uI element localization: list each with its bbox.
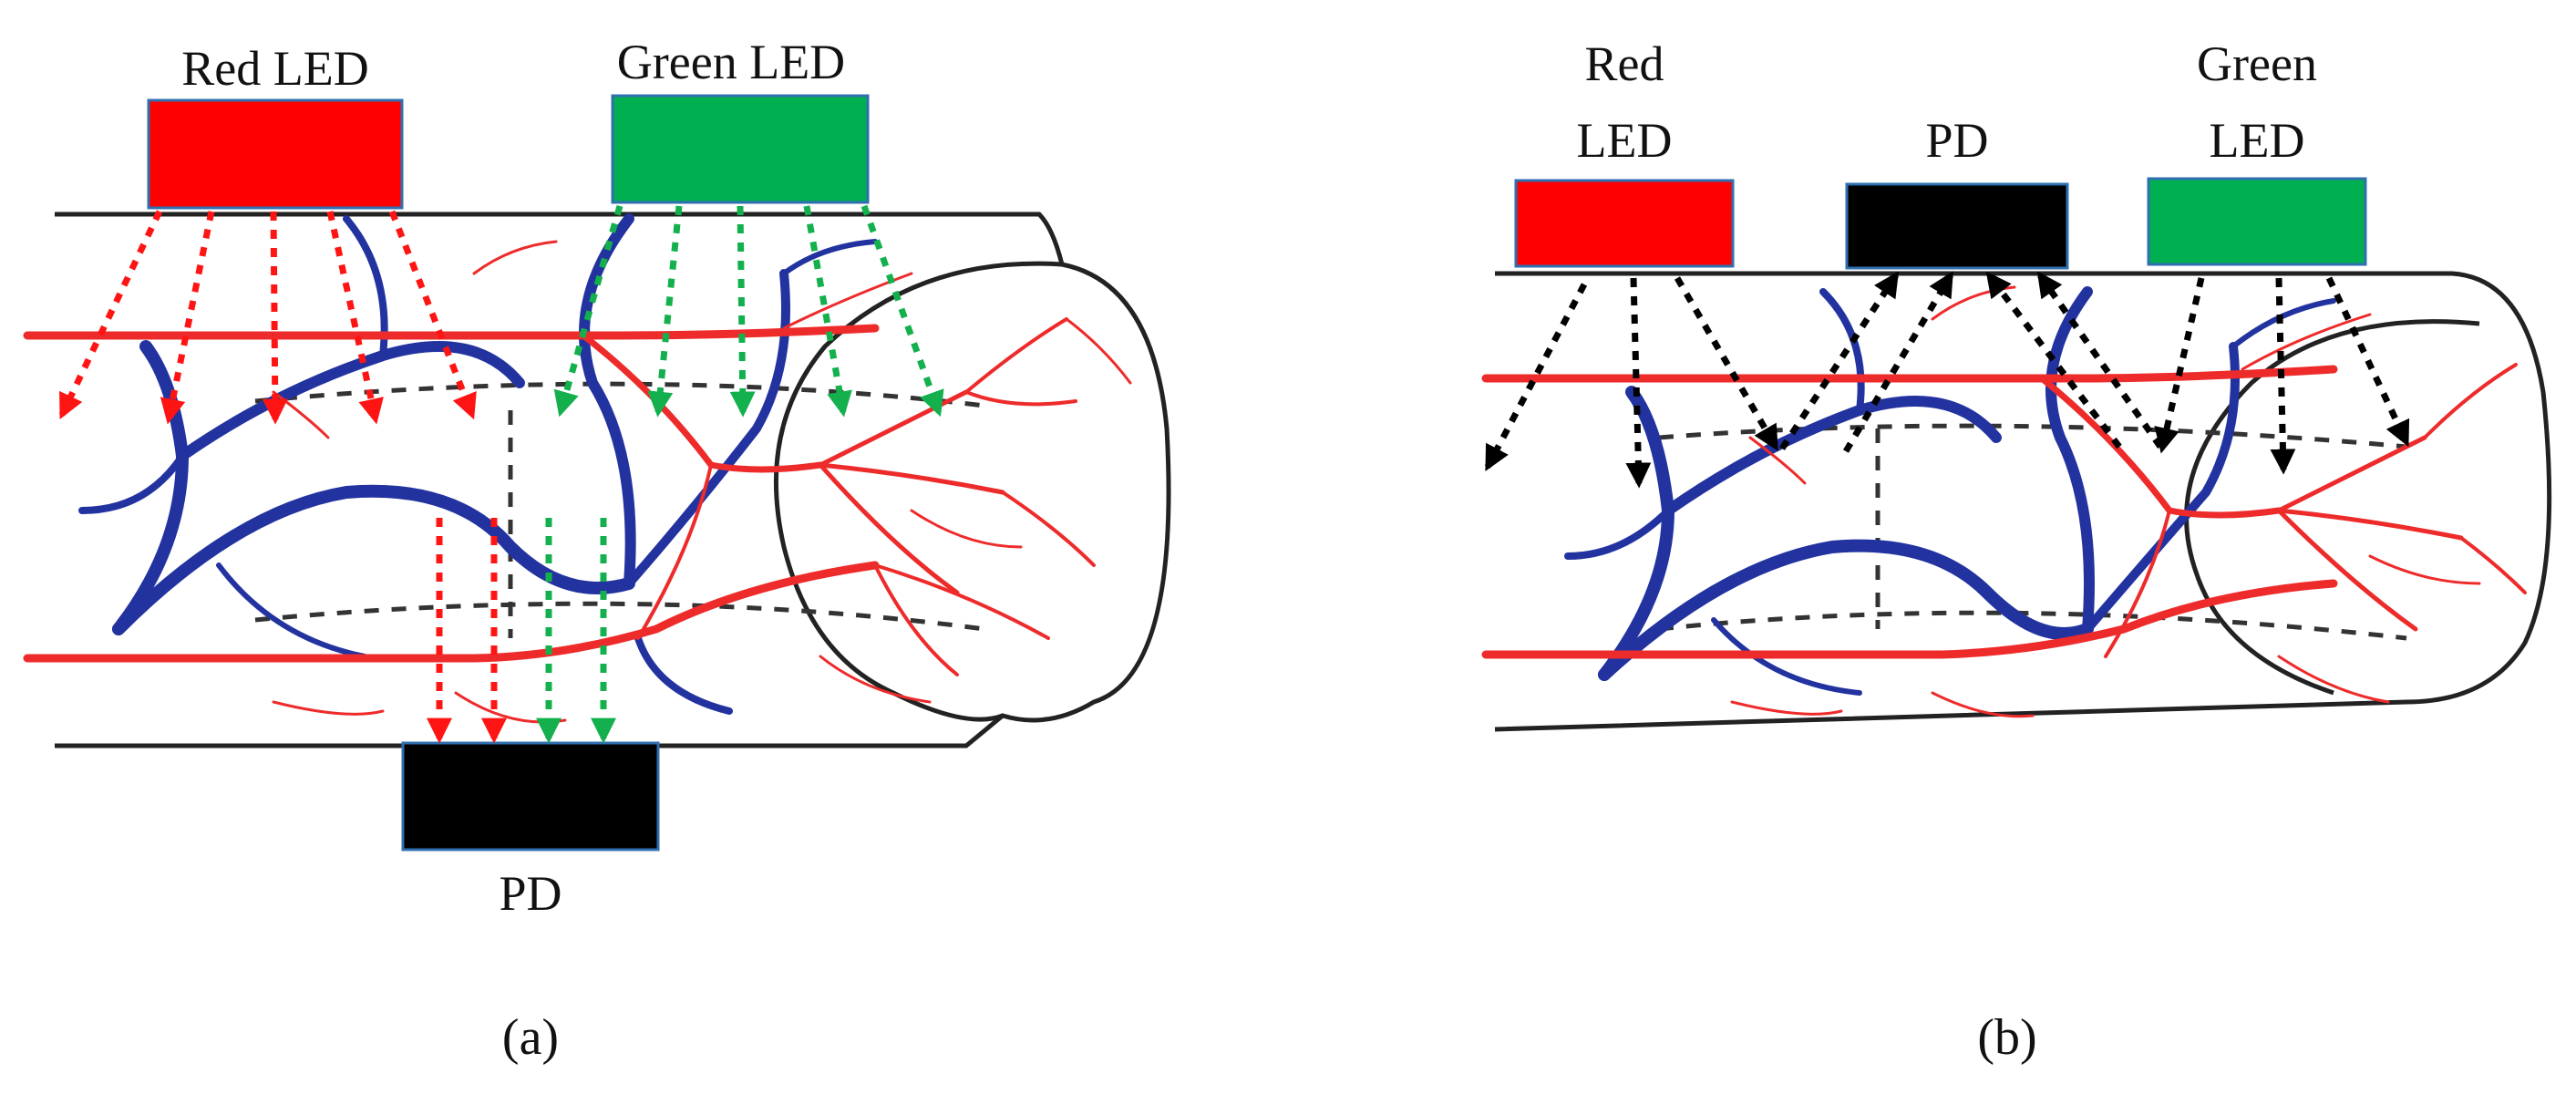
caption-a: (a) [502, 1009, 559, 1066]
black-arrow [2154, 277, 2205, 454]
red-led-a [147, 98, 404, 210]
red-arrow [58, 210, 163, 420]
panel-b: Red LED PD Green LED (b) [1481, 36, 2552, 1066]
green-led-label-b-line1: Green [2197, 36, 2317, 91]
red-led-label-b-line1: Red [1585, 36, 1664, 91]
finger-outline-b [1494, 271, 2552, 732]
bone-outline-a [254, 381, 985, 638]
red-arrow [262, 211, 288, 425]
panel-a: Red LED Green LED PD (a) [23, 35, 1171, 1066]
green-led-a [611, 94, 870, 204]
photodiode-a [401, 741, 660, 851]
black-arrow [1842, 271, 1954, 453]
veins-a [78, 213, 878, 715]
red-led-label-a: Red LED [181, 41, 368, 96]
green-led-b [2147, 177, 2367, 266]
red-arrow [326, 211, 384, 425]
arteries-b [1481, 285, 2527, 718]
green-led-label-a: Green LED [617, 35, 845, 89]
red-arrow [388, 210, 477, 420]
green-arrow [729, 205, 756, 418]
black-arrow [1625, 277, 1652, 489]
black-arrow [1779, 271, 1900, 450]
finger-a [55, 212, 1171, 748]
red-arrow [160, 211, 215, 425]
veins-b [1564, 286, 2336, 696]
pd-label-b: PD [1925, 113, 1988, 168]
finger-outline-a [55, 212, 1171, 748]
red-led-b [1514, 179, 1735, 268]
black-arrow [1484, 283, 1588, 471]
green-led-label-b-line2: LED [2210, 113, 2305, 168]
caption-b: (b) [1977, 1009, 2036, 1066]
red-led-label-b-line2: LED [1577, 113, 1673, 168]
light-path-arrows-b [1484, 271, 2410, 489]
bone-outline-b [1658, 423, 2407, 641]
nail-outline-a [774, 261, 1063, 722]
black-arrow [2325, 276, 2410, 448]
black-arrow [1674, 276, 1779, 451]
green-arrow [647, 205, 683, 418]
finger-b [1494, 271, 2552, 732]
photodiode-b [1845, 182, 2069, 270]
green-light-arrows-a [536, 204, 944, 744]
red-light-arrows-a [58, 210, 507, 744]
pd-label-a: PD [499, 866, 562, 921]
arteries-a [23, 240, 1132, 724]
green-arrow [860, 204, 944, 418]
black-arrow [2270, 277, 2296, 475]
